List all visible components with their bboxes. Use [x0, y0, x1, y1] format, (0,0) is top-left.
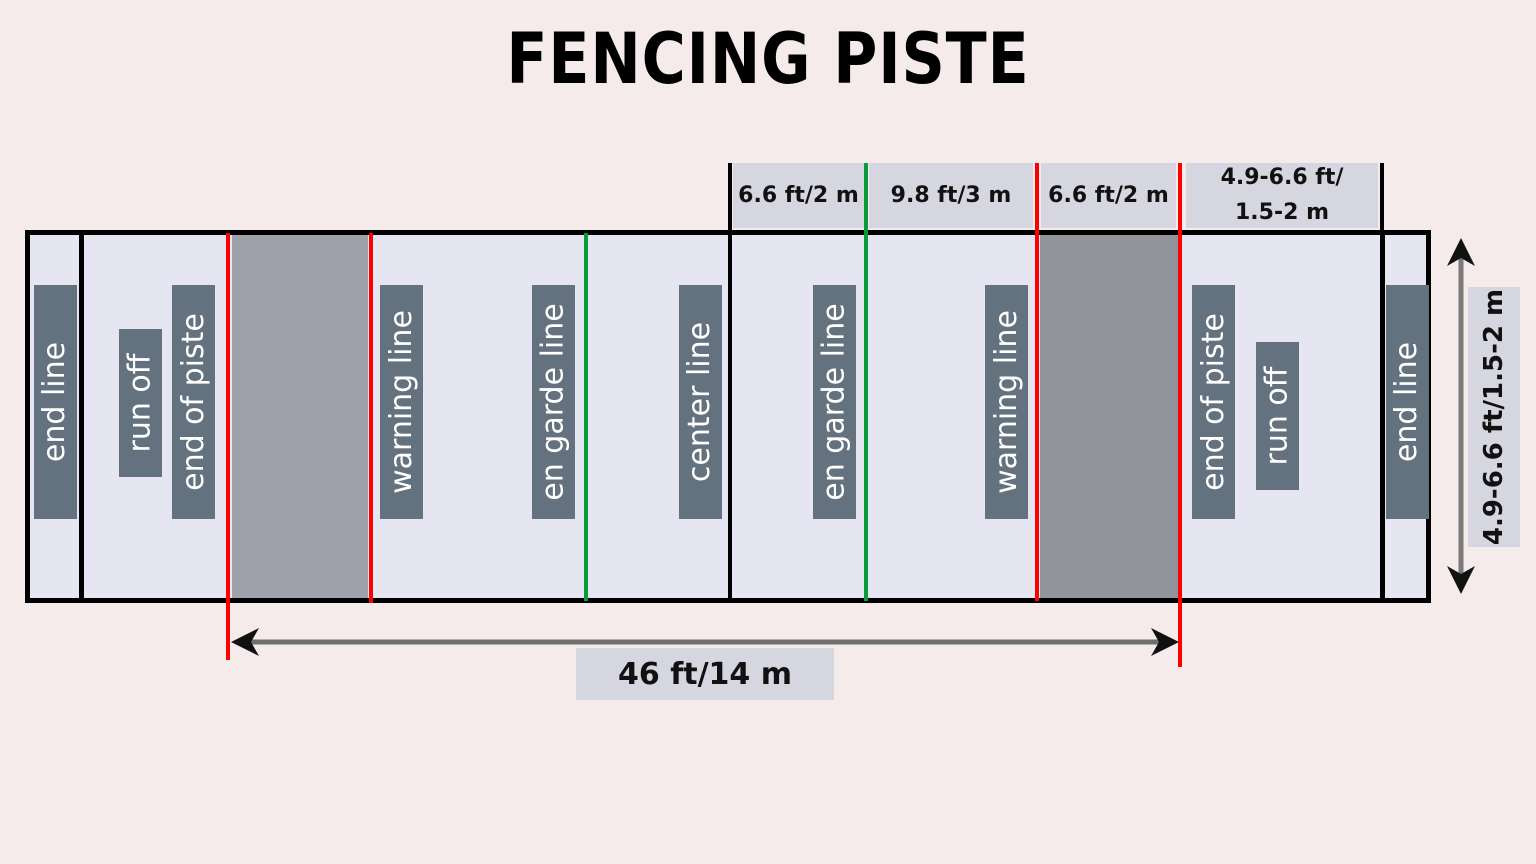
warning-line-right-marking [1035, 163, 1039, 601]
dimension-text: 6.6 ft/2 m [738, 182, 859, 208]
width-dimension-label: 4.9-6.6 ft/1.5-2 m [1468, 287, 1520, 547]
label-text: en garde line [535, 303, 571, 501]
warning-zone-left [232, 235, 368, 598]
width-arrow-icon [1447, 238, 1475, 594]
end-of-piste-left-marking [226, 233, 230, 660]
label-run-off-left: run off [119, 329, 162, 477]
en-garde-line-right-marking [864, 163, 868, 601]
dimension-text: 9.8 ft/3 m [890, 182, 1012, 208]
dimension-run-off: 4.9-6.6 ft/ 1.5-2 m [1186, 163, 1378, 228]
label-text: run off [1259, 366, 1295, 466]
label-end-of-piste-left: end of piste [172, 285, 215, 519]
end-line-left-marking [79, 230, 84, 603]
label-end-line-right: end line [1386, 285, 1429, 519]
label-text: end line [37, 341, 73, 463]
label-end-of-piste-right: end of piste [1192, 285, 1235, 519]
end-dimension-tick [1380, 163, 1384, 233]
en-garde-line-left-marking [584, 233, 588, 601]
width-dimension-text: 4.9-6.6 ft/1.5-2 m [1479, 288, 1509, 546]
label-end-line-left: end line [34, 285, 77, 519]
label-warning-line-right: warning line [985, 285, 1028, 519]
label-text: warning line [383, 310, 419, 494]
dimension-warning-to-end: 6.6 ft/2 m [1041, 163, 1176, 228]
dimension-text-line1: 4.9-6.6 ft/ [1220, 165, 1344, 191]
label-text: en garde line [816, 303, 852, 501]
length-dimension-text: 46 ft/14 m [618, 656, 792, 692]
center-line-marking [728, 230, 732, 603]
dimension-text-line2: 1.5-2 m [1235, 199, 1329, 225]
center-dimension-tick [728, 163, 732, 233]
length-arrow-icon [231, 628, 1179, 656]
label-warning-line-left: warning line [380, 285, 423, 519]
end-of-piste-right-marking [1178, 163, 1182, 667]
warning-line-left-marking [369, 233, 373, 603]
label-text: center line [682, 321, 718, 483]
label-text: end line [1389, 341, 1425, 463]
label-text: end of piste [1195, 313, 1231, 491]
end-line-right-marking [1380, 230, 1385, 603]
warning-zone-right [1040, 235, 1178, 598]
label-text: warning line [988, 310, 1024, 494]
dimension-center-to-en-garde: 6.6 ft/2 m [733, 163, 864, 228]
label-text: run off [122, 353, 158, 453]
label-en-garde-line-right: en garde line [813, 285, 856, 519]
label-run-off-right: run off [1256, 342, 1299, 490]
label-en-garde-line-left: en garde line [532, 285, 575, 519]
dimension-text: 6.6 ft/2 m [1048, 182, 1169, 208]
length-dimension-label: 46 ft/14 m [576, 648, 834, 700]
dimension-en-garde-to-warning: 9.8 ft/3 m [869, 163, 1033, 228]
label-text: end of piste [175, 313, 211, 491]
label-center-line: center line [679, 285, 722, 519]
diagram-title: FENCING PISTE [506, 18, 1030, 100]
